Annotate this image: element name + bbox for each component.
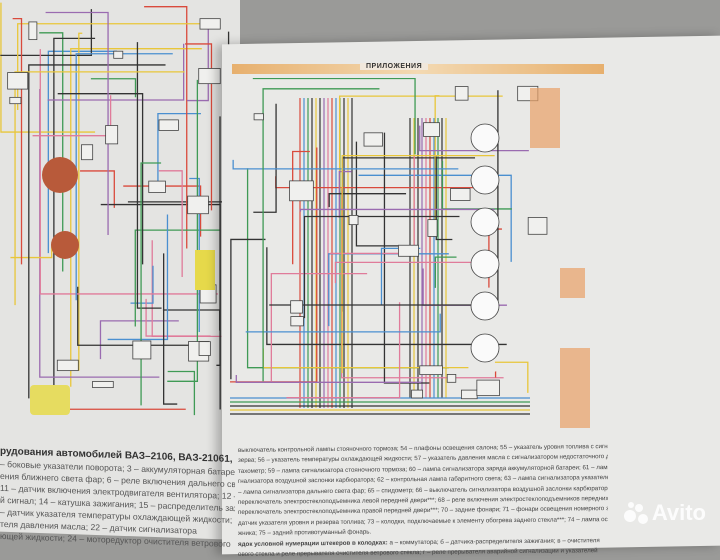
component	[93, 381, 114, 387]
gauge	[471, 166, 499, 194]
section-title: ПРИЛОЖЕНИЯ	[360, 63, 428, 70]
component	[477, 380, 500, 396]
wire	[91, 79, 136, 97]
wire	[342, 158, 475, 312]
wire	[246, 314, 441, 332]
component	[200, 19, 220, 29]
component	[424, 123, 440, 137]
component	[199, 68, 221, 83]
wire	[141, 163, 161, 405]
component	[254, 114, 263, 120]
component	[149, 181, 166, 192]
component	[133, 341, 151, 359]
wire	[168, 371, 195, 415]
component	[291, 317, 304, 326]
gauge	[471, 292, 499, 320]
wire	[263, 89, 379, 381]
component	[461, 390, 477, 399]
component	[291, 301, 303, 313]
wire	[146, 299, 210, 336]
gauge	[471, 334, 499, 362]
component	[57, 360, 78, 370]
lamp-highlight	[530, 88, 560, 148]
component	[10, 97, 21, 103]
gauge	[471, 124, 499, 152]
avito-logo-icon	[624, 502, 648, 524]
wire	[79, 33, 82, 370]
component	[349, 215, 358, 224]
wire	[54, 38, 95, 388]
component	[159, 120, 178, 131]
component	[398, 245, 418, 256]
wire	[216, 116, 220, 365]
lamp-highlight	[560, 348, 590, 428]
component	[8, 73, 28, 90]
component	[290, 181, 314, 201]
wire	[329, 194, 406, 207]
component	[455, 87, 468, 101]
horn	[195, 250, 215, 290]
distributor	[42, 157, 78, 193]
left-wiring-diagram	[0, 0, 235, 440]
component	[412, 390, 423, 398]
gauge	[471, 208, 499, 236]
component	[450, 189, 470, 201]
component	[188, 196, 209, 214]
wire	[329, 254, 449, 326]
component	[447, 374, 456, 382]
component	[114, 51, 123, 58]
component	[199, 342, 210, 356]
component	[420, 366, 443, 375]
component	[428, 220, 437, 237]
right-wiring-diagram	[230, 78, 610, 438]
connector-title: ядок условной нумерации штекеров в колод…	[238, 539, 388, 548]
wiper-motor	[30, 385, 70, 415]
avito-watermark: Avito	[624, 500, 706, 526]
right-caption: выключатель контрольной лампы стояночног…	[238, 442, 608, 560]
wire	[33, 95, 111, 135]
component	[29, 22, 37, 40]
component	[81, 145, 92, 160]
ignition-coil	[51, 231, 79, 259]
component	[106, 126, 118, 144]
wire	[300, 209, 494, 211]
wire	[10, 244, 51, 257]
wire	[80, 171, 114, 208]
wire	[233, 160, 458, 169]
component	[528, 217, 547, 234]
wire	[271, 274, 367, 383]
lamp-highlight	[560, 268, 585, 298]
wire	[101, 205, 220, 410]
wire	[131, 266, 153, 303]
component	[364, 133, 383, 146]
gauge	[471, 250, 499, 278]
connector-line: а – коммутатора; б – датчика-распределит…	[388, 537, 600, 546]
watermark-text: Avito	[652, 500, 706, 526]
wire	[253, 79, 415, 155]
left-caption: рудования автомобилей ВАЗ–2106, ВАЗ-2106…	[0, 446, 235, 550]
